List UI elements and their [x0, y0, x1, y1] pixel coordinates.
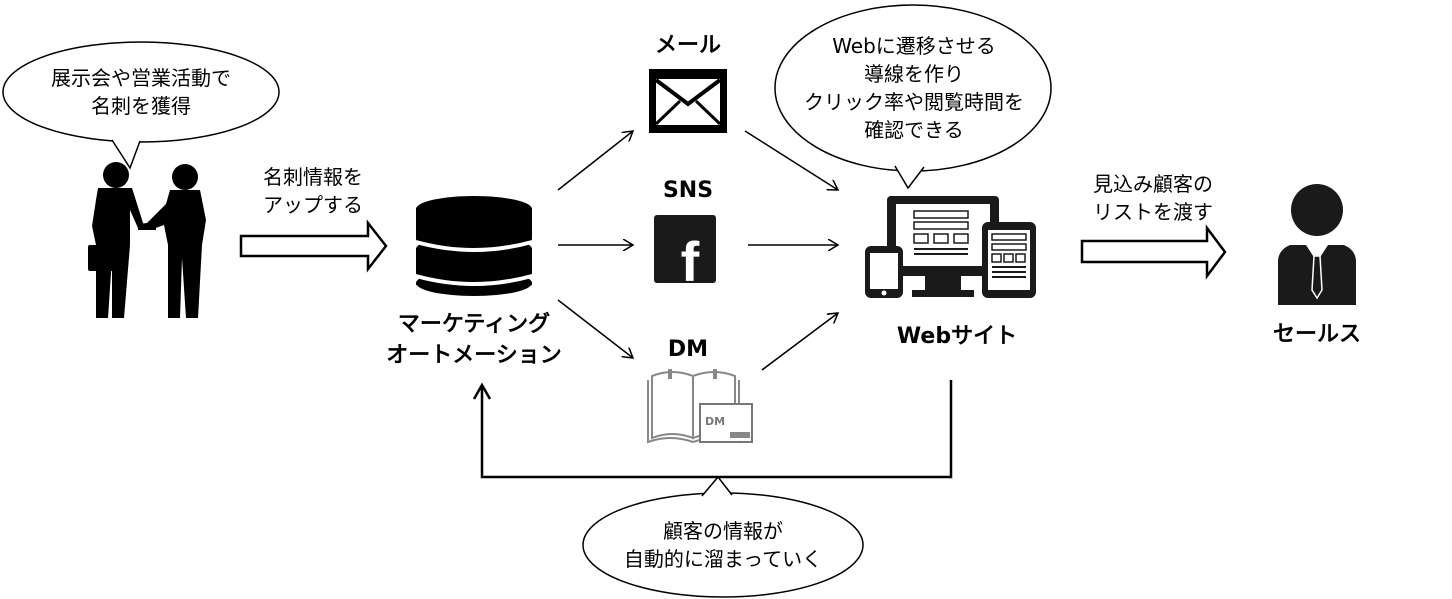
- devices-icon: [865, 196, 1036, 298]
- dm-card-label: DM: [704, 415, 726, 428]
- ma-label-line-1: マーケティング: [397, 312, 551, 337]
- bubble-web-line-3: クリック率や閲覧時間を: [804, 90, 1024, 114]
- bubble-web-line-1: Webに遷移させる: [832, 34, 996, 58]
- upload-label-line-2: アップする: [263, 193, 363, 217]
- upload-arrow-label: 名刺情報を アップする: [228, 163, 398, 219]
- bubble-feedback-line-2: 自動的に溜まっていく: [623, 547, 823, 571]
- bubble-web-line-2: 導線を作り: [864, 62, 964, 86]
- bubble-feedback-line-1: 顧客の情報が: [663, 519, 783, 543]
- arrow-ma-to-mail: [557, 131, 633, 191]
- bubble-text-feedback: 顧客の情報が 自動的に溜まっていく: [583, 517, 863, 573]
- sales-label: セールス: [1272, 322, 1361, 347]
- bubble-web-line-4: 確認できる: [864, 118, 964, 142]
- ma-label: マーケティング オートメーション: [374, 309, 574, 371]
- bubble-text-exhibition: 展示会や営業活動で 名刺を獲得: [3, 64, 279, 120]
- speech-bubble-web: [774, 4, 1052, 190]
- handover-label-line-2: リストを渡す: [1093, 200, 1213, 224]
- bubble-exhibition-line-1: 展示会や営業活動で: [51, 66, 231, 90]
- arrow-ma-to-dm: [557, 299, 633, 358]
- database-icon: [415, 196, 533, 296]
- mail-label: メール: [654, 33, 721, 58]
- handover-label-line-1: 見込み顧客の: [1093, 172, 1213, 196]
- handover-arrow-label: 見込み顧客の リストを渡す: [1068, 170, 1238, 226]
- facebook-icon: f: [654, 215, 716, 293]
- upload-label-line-1: 名刺情報を: [263, 165, 363, 189]
- dm-label: DM: [667, 337, 709, 362]
- handover-arrow: [1080, 224, 1227, 280]
- arrow-mail-to-web: [744, 130, 838, 190]
- bubble-text-web: Webに遷移させる 導線を作り クリック率や閲覧時間を 確認できる: [776, 32, 1052, 144]
- feedback-loop-line: [480, 380, 953, 479]
- envelope-icon: [649, 69, 727, 133]
- sns-label: SNS: [662, 178, 714, 203]
- feedback-loop-arrowhead: [472, 382, 492, 400]
- booklet-icon: [647, 369, 753, 444]
- upload-arrow: [239, 219, 388, 273]
- arrow-dm-to-web: [761, 313, 838, 371]
- svg-text:f: f: [681, 230, 700, 293]
- bubble-exhibition-line-2: 名刺を獲得: [91, 94, 191, 118]
- salesperson-icon: [1278, 184, 1356, 305]
- ma-label-line-2: オートメーション: [386, 343, 562, 368]
- speech-bubble-exhibition: [2, 41, 280, 170]
- handshake-icon: [88, 162, 206, 318]
- website-label: Webサイト: [896, 324, 1018, 349]
